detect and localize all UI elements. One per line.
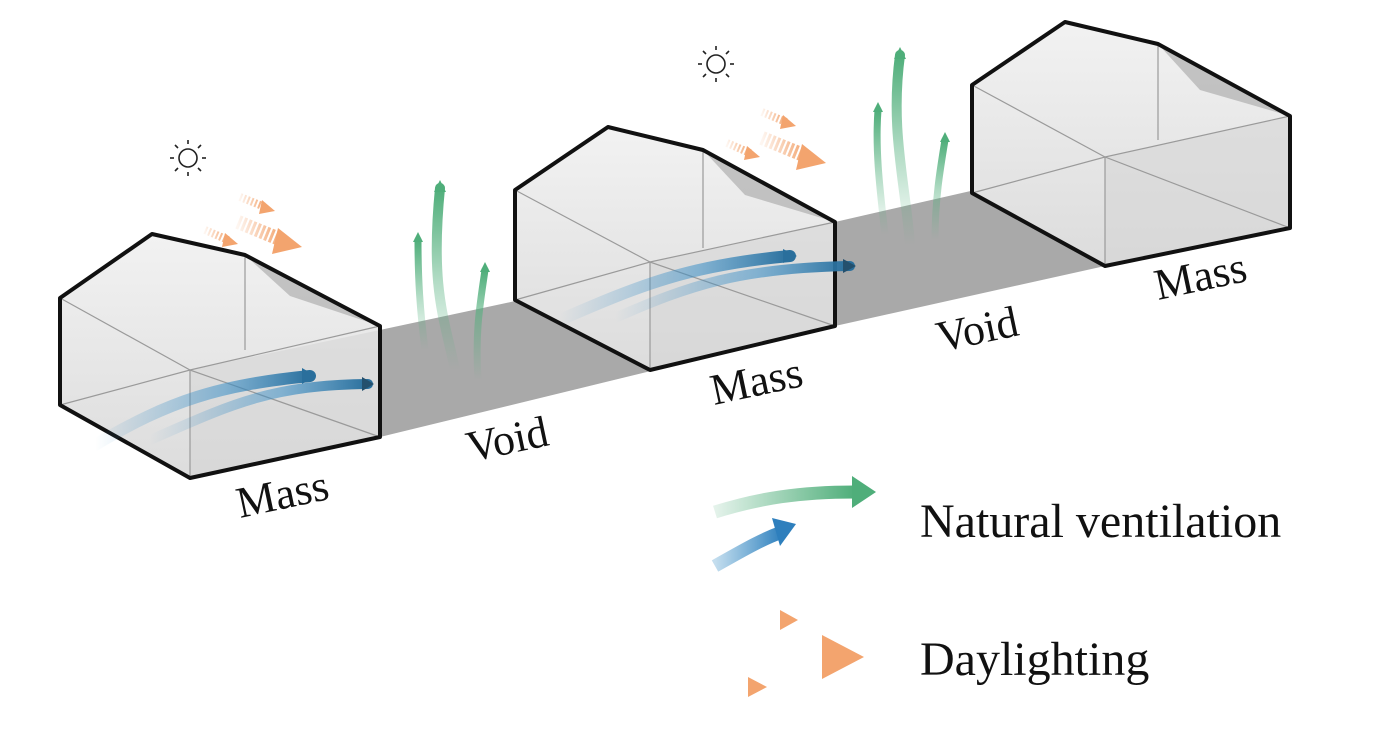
mass-block-3 [970,20,1292,268]
label-void-1: Void [462,407,553,472]
void-ground-2 [835,190,1105,326]
sun-icon [170,140,206,176]
legend-ventilation-swatch [711,476,876,572]
ventilation-arrows-void-2 [873,47,950,250]
daylight-arrows-mass-2 [725,108,826,170]
legend-label-ventilation: Natural ventilation [920,495,1282,548]
airflow-arrows-mass-1 [89,368,374,451]
label-mass-1: Mass [232,461,333,528]
label-void-2: Void [932,297,1023,362]
legend-label-daylighting: Daylighting [920,633,1150,686]
airflow-arrows-mass-2 [554,249,856,326]
daylight-arrows-mass-1 [203,193,302,254]
label-mass-2: Mass [706,348,807,415]
sun-icon [698,46,734,82]
legend-daylighting-swatch [712,610,864,697]
ventilation-arrows-void-1 [413,180,490,384]
